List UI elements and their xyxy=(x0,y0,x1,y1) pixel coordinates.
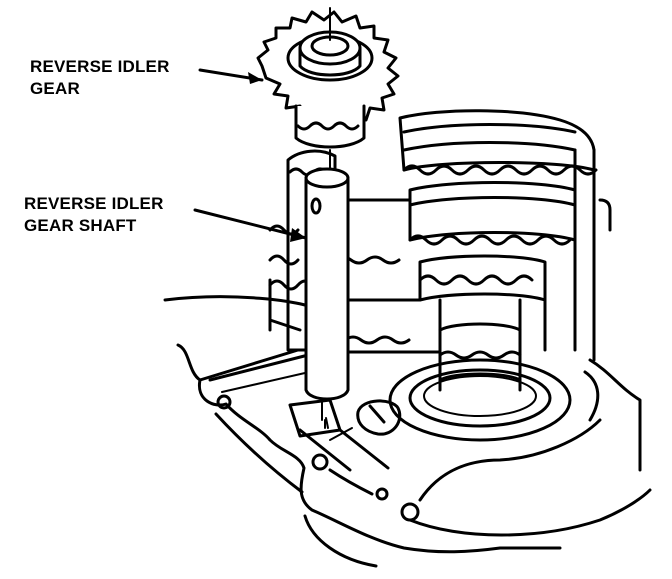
transmission-housing xyxy=(163,295,652,568)
reverse-idler-gear-shaft xyxy=(304,149,350,429)
reverse-idler-gear-shaft-label: REVERSE IDLER GEAR SHAFT xyxy=(24,193,164,237)
arrowhead-gear-icon xyxy=(248,72,262,84)
arrowhead-shaft-icon xyxy=(290,228,306,242)
mainshaft-gear-cluster xyxy=(333,109,612,392)
reverse-idler-gear xyxy=(256,7,400,149)
reverse-idler-gear-shaft-label-line2: GEAR SHAFT xyxy=(24,216,137,235)
reverse-idler-gear-shaft-label-line1: REVERSE IDLER xyxy=(24,194,164,213)
leader-lines xyxy=(193,68,308,242)
reverse-idler-gear-label-line2: GEAR xyxy=(30,79,80,98)
leader-line-shaft xyxy=(193,208,308,240)
reverse-idler-gear-label-line1: REVERSE IDLER xyxy=(30,57,170,76)
reverse-idler-gear-label: REVERSE IDLER GEAR xyxy=(30,56,170,100)
